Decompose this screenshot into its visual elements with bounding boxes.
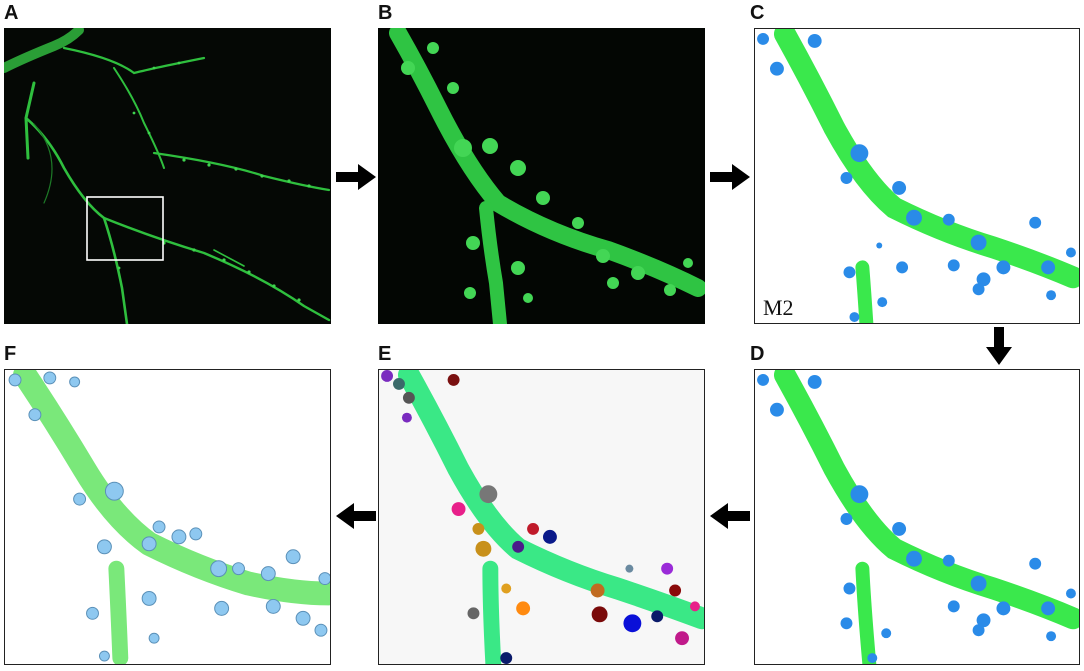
panel-label-d: D bbox=[750, 343, 765, 365]
panel-f-3d-render bbox=[4, 369, 331, 665]
panel-label-b: B bbox=[378, 2, 393, 24]
panel-label-f: F bbox=[4, 343, 17, 365]
model-annotation: M2 bbox=[763, 295, 794, 320]
arrow-right-icon bbox=[336, 164, 376, 190]
arrow-right-icon bbox=[710, 164, 750, 190]
arrow-left-icon bbox=[710, 503, 750, 529]
panel-b-zoomed-dendrite bbox=[378, 28, 705, 324]
panel-e-spine-labels bbox=[378, 369, 705, 665]
panel-label-e: E bbox=[378, 343, 392, 365]
panel-label-c: C bbox=[750, 2, 765, 24]
panel-label-a: A bbox=[4, 2, 19, 24]
panel-c-segmentation: M2 bbox=[754, 28, 1080, 324]
zoom-region-box bbox=[86, 196, 164, 261]
panel-a-neuron-image bbox=[4, 28, 331, 324]
arrow-down-icon bbox=[986, 327, 1012, 365]
arrow-left-icon bbox=[336, 503, 376, 529]
panel-d-refined-segmentation bbox=[754, 369, 1080, 665]
